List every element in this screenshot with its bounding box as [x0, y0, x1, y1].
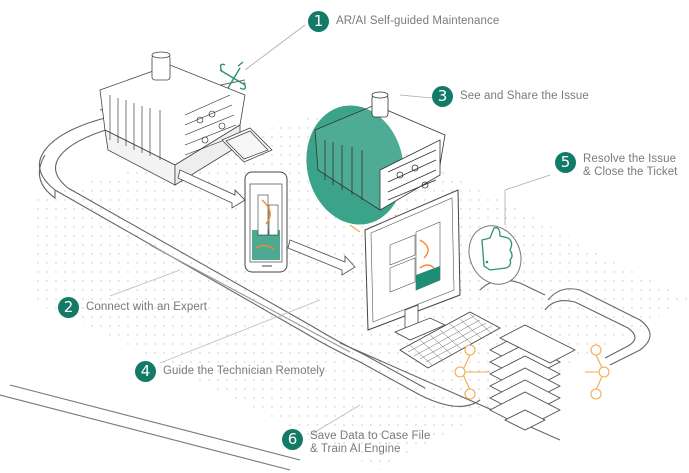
step-4: 4 Guide the Technician Remotely	[135, 361, 325, 382]
step-label: Save Data to Case File & Train AI Engine	[310, 430, 431, 455]
step-badge: 2	[58, 297, 79, 318]
thumbs-up-icon	[468, 174, 551, 285]
smartphone-icon	[244, 171, 288, 273]
step-2: 2 Connect with an Expert	[58, 297, 207, 318]
step-badge: 1	[308, 11, 329, 32]
keyboard-icon	[399, 311, 501, 369]
step-label: AR/AI Self-guided Maintenance	[336, 15, 500, 27]
leader-lines	[109, 269, 361, 436]
flow-arrow	[177, 169, 356, 276]
step-badge: 4	[135, 361, 156, 382]
tablet-icon	[221, 127, 273, 163]
node-network	[454, 344, 610, 400]
step-badge: 6	[282, 429, 303, 450]
step-6: 6 Save Data to Case File & Train AI Engi…	[282, 429, 430, 456]
step-5: 5 Resolve the Issue & Close the Ticket	[555, 152, 677, 179]
step-label: Guide the Technician Remotely	[163, 365, 325, 377]
step-1: 1 AR/AI Self-guided Maintenance	[308, 11, 499, 32]
wrench-screwdriver-icon	[219, 61, 247, 90]
magnified-equipment	[306, 91, 446, 233]
step-badge: 3	[432, 86, 453, 107]
step-badge: 5	[555, 152, 576, 173]
desktop-monitor-icon	[364, 189, 461, 341]
data-stack-icon	[489, 324, 576, 431]
step-label: Resolve the Issue & Close the Ticket	[583, 153, 678, 178]
step-label: Connect with an Expert	[86, 301, 208, 313]
step-3: 3 See and Share the Issue	[432, 86, 589, 107]
step-label: See and Share the Issue	[460, 90, 589, 102]
